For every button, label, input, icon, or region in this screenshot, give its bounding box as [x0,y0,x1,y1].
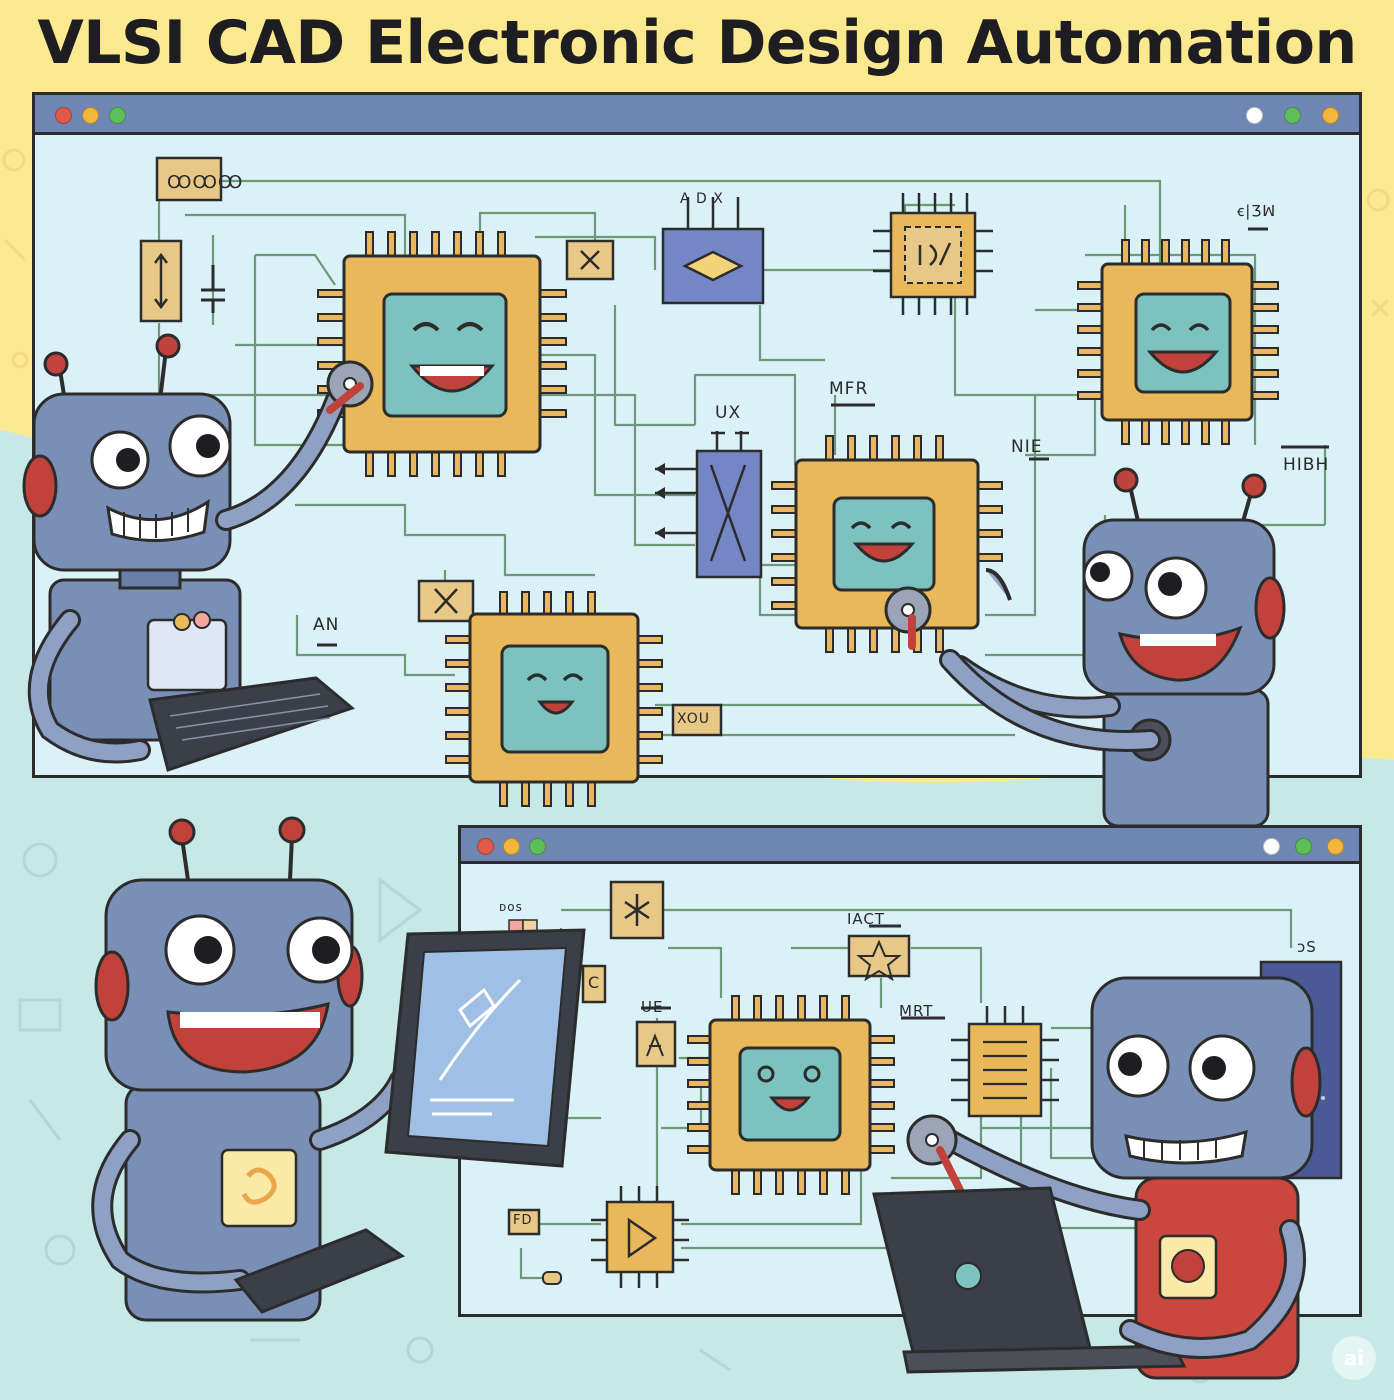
cad-window-top: ꝎꝎꝎ A D X MFR UX NIE HIBH AN XOU ꞓ|Ʒꟽ [32,92,1362,778]
label-mrt: MRT [899,1002,934,1020]
label-iact: IACT [847,910,886,928]
close-button-bottom[interactable] [477,838,494,855]
label-xou: XOU [677,711,710,727]
label-os: ↄS [1297,938,1317,956]
label-ux: UX [715,403,742,423]
page-title: VLSI CAD Electronic Design Automation [37,8,1357,78]
window-titlebar-bottom[interactable] [461,828,1359,864]
label-c: C [588,973,601,992]
label-ue: UE [641,998,664,1016]
window-control-orange-bottom[interactable] [1327,838,1344,855]
window-control-white[interactable] [1246,107,1263,124]
label-corner-glyph: ꞓ|Ʒꟽ [1237,202,1277,220]
close-button[interactable] [55,107,72,124]
label-fd: FD [513,1213,533,1228]
window-control-white-bottom[interactable] [1263,838,1280,855]
window-control-orange[interactable] [1322,107,1339,124]
minimize-button-bottom[interactable] [503,838,520,855]
minimize-button[interactable] [82,107,99,124]
label-an: AN [313,615,340,635]
label-oscillator: ꝎꝎꝎ [167,172,244,193]
window-control-green-bottom[interactable] [1295,838,1312,855]
label-hibh: HIBH [1283,455,1330,475]
label-nie: NIE [1011,437,1043,457]
circuit-schematic-bottom [507,880,1343,1288]
watermark-badge: ai [1332,1336,1376,1380]
maximize-button-bottom[interactable] [529,838,546,855]
window-control-green[interactable] [1284,107,1301,124]
label-adx: A D X [680,191,724,207]
cad-window-bottom: ᴅᴏꜱ IACT UE MRT ↄS FD C [458,825,1362,1317]
label-dos: ᴅᴏꜱ [499,900,523,914]
label-mfr: MFR [829,379,869,399]
maximize-button[interactable] [109,107,126,124]
circuit-schematic-top [139,156,1329,737]
window-titlebar[interactable] [35,95,1359,135]
